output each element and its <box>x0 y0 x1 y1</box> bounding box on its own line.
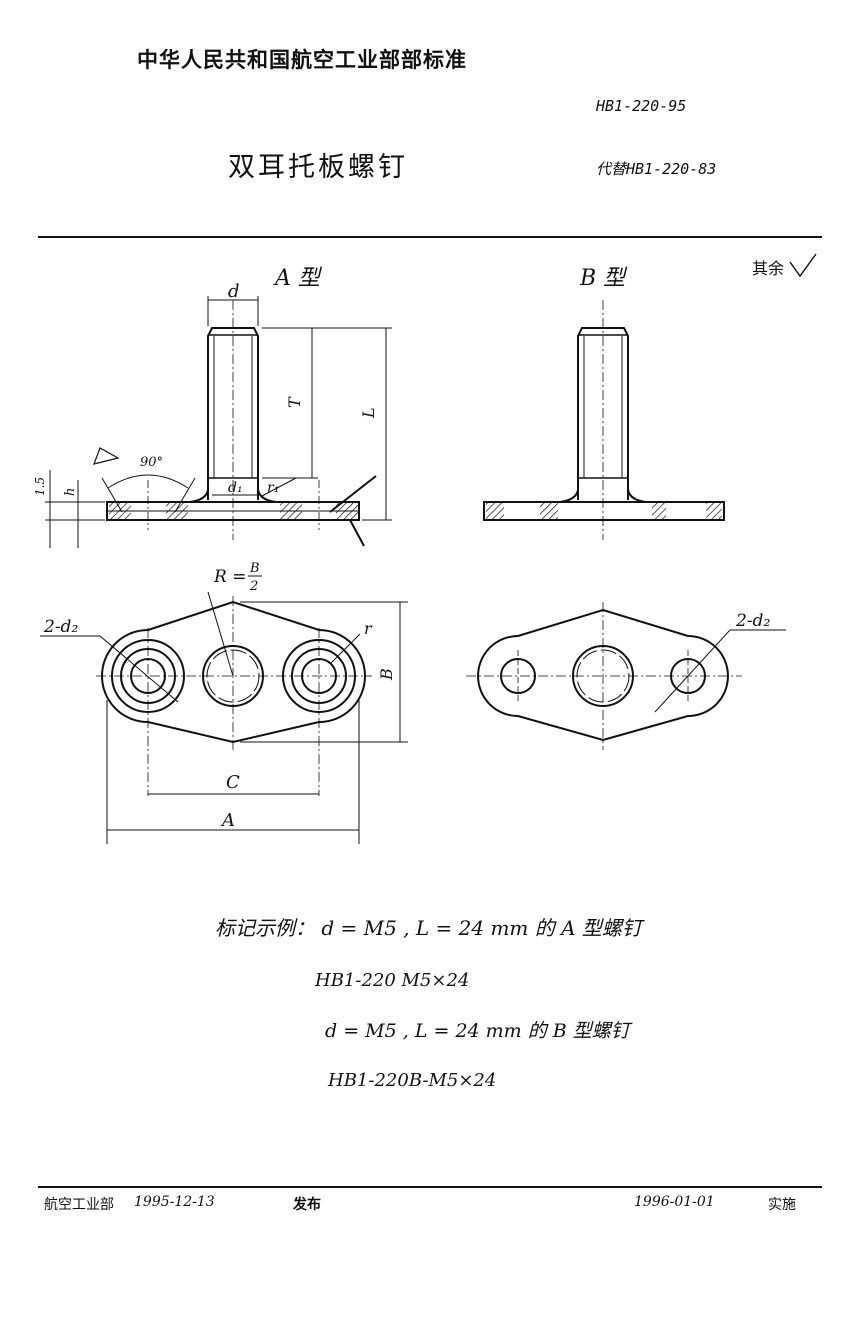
standard-number: HB1-220-95 <box>596 97 687 115</box>
label-d1: d₁ <box>228 480 243 496</box>
label-r-denominator: 2 <box>249 579 258 594</box>
label-2-d2-b: 2-d₂ <box>735 611 770 631</box>
type-b-label: B 型 <box>579 266 628 291</box>
example-line-3: d = M5 , L = 24 mm 的 B 型螺钉 <box>325 1020 630 1042</box>
label-r-numerator: B <box>249 561 260 576</box>
label-b: B <box>377 668 396 681</box>
label-r: r <box>364 619 373 638</box>
example-line-1: 标记示例： d = M5 , L = 24 mm 的 A 型螺钉 <box>215 916 642 940</box>
type-b-side-view <box>483 300 725 540</box>
effective-date: 1996-01-01 <box>634 1194 715 1210</box>
label-r-equals: R = <box>213 567 246 587</box>
type-a-label: A 型 <box>273 266 323 291</box>
label-r1: r₁ <box>267 480 279 496</box>
label-angle: 90° <box>140 455 163 470</box>
example-line-2: HB1-220 M5×24 <box>315 970 470 991</box>
label-t: T <box>285 396 304 408</box>
label-h: h <box>63 488 78 496</box>
document-title: 双耳托板螺钉 <box>228 152 408 183</box>
surface-finish-note: 其余 <box>752 259 784 278</box>
roughness-symbol-icon <box>789 253 817 278</box>
replaces-standard: 代替HB1-220-83 <box>596 160 717 178</box>
issue-date: 1995-12-13 <box>134 1194 215 1210</box>
effective-label: 实施 <box>768 1197 796 1213</box>
label-1-5: 1.5 <box>33 477 47 496</box>
standard-organization: 中华人民共和国航空工业部部标准 <box>137 48 467 72</box>
label-2-d2-a: 2-d₂ <box>43 617 78 637</box>
technical-drawing: d A 型 T L 90° 1.5 h d₁ r₁ B 型 其余 <box>33 253 817 844</box>
footer-rule <box>38 1186 822 1188</box>
label-d: d <box>228 281 240 302</box>
type-b-plan-view <box>466 602 786 750</box>
issuer: 航空工业部 <box>44 1197 114 1213</box>
label-l: L <box>359 407 378 419</box>
label-a: A <box>220 810 235 831</box>
label-c: C <box>226 772 240 793</box>
header-rule <box>38 236 822 238</box>
type-a-plan-view <box>40 591 408 844</box>
example-line-4: HB1-220B-M5×24 <box>328 1070 497 1091</box>
type-a-side-view <box>45 296 392 548</box>
issue-label: 发布 <box>293 1197 321 1213</box>
